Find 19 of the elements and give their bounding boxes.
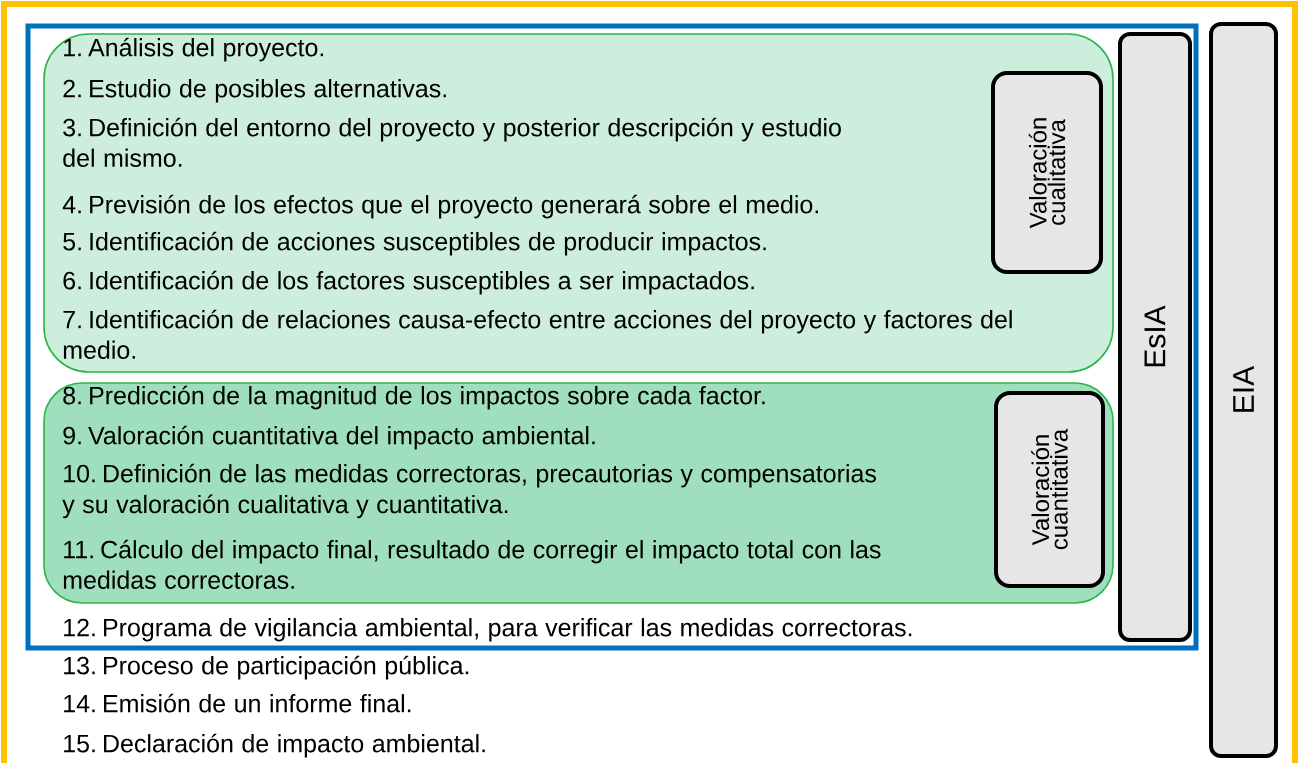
vertical-label: EIA [1233, 365, 1254, 412]
list-item: 14. Emisión de un informe final. [64, 693, 411, 713]
list-item: 9. Valoración cuantitativa del impacto ambiental. [63, 425, 595, 450]
list-item: 13. Proceso de participación pública. [64, 655, 469, 680]
list-item: 8. Predicción de la magnitud de los impactos sobre cada factor. [63, 385, 765, 410]
list-item: 5. Identificación de acciones susceptibles de producir impactos. [63, 231, 766, 256]
list-item: 7. Identificación de relaciones causa-efecto entre acciones del proyecto y factores del medio. [63, 309, 1012, 359]
list-item: 6. Identificación de los factores susceptibles a ser impactados. [63, 270, 754, 295]
vertical-label: Valoración cualitativa [1028, 118, 1066, 229]
list-item: 3. Definición del entorno del proyecto y posterior descripción y estudio del mismo. [63, 117, 841, 167]
vertical-label: EsIA [1144, 305, 1166, 367]
list-item: 12. Programa de vigilancia ambiental, para verificar las medidas correctoras. [64, 618, 912, 642]
list-item: 10. Definición de las medidas correctoras, precautorias y compensatorias y su valoración cualitativa y cuantitativa. [62, 463, 876, 519]
list-item: 4. Previsión de los efectos que el proyecto generará sobre el medio. [62, 194, 818, 219]
list-item: 15. Declaración de impacto ambiental. [64, 733, 485, 758]
vertical-label: Valoración cuantitativa [1031, 428, 1068, 550]
list-item: 11. Cálculo del impacto final, resultado de corregir el impacto total con las medidas correctoras. [63, 539, 881, 589]
list-item: 2. Estudio de posibles alternativas. [63, 79, 446, 103]
list-item: 1. Análisis del proyecto. [64, 37, 324, 62]
